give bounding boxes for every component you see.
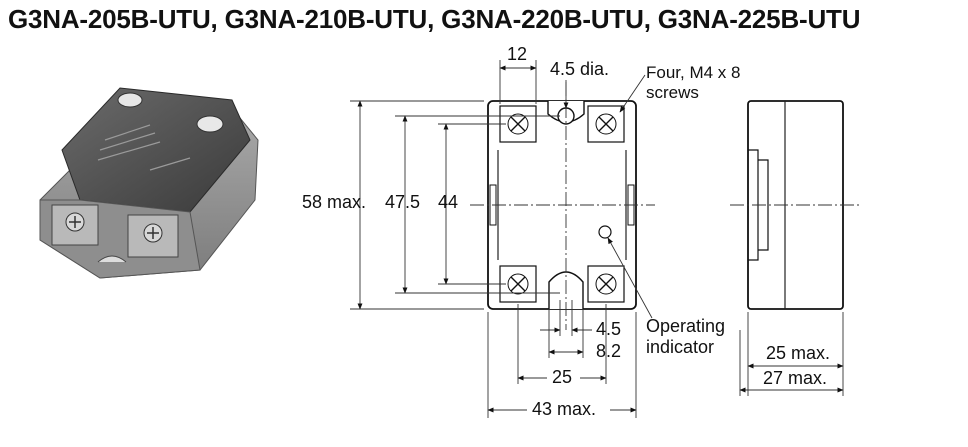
dim-8-2: 8.2 bbox=[596, 341, 621, 361]
dim-12: 12 bbox=[507, 44, 527, 64]
dim-27-max: 27 max. bbox=[763, 368, 827, 388]
terminal-screw-bottom-right bbox=[587, 265, 625, 303]
dim-58-max: 58 max. bbox=[302, 192, 366, 212]
side-view: 25 max. 27 max. bbox=[730, 100, 860, 396]
dim-4-5-slot: 4.5 bbox=[596, 319, 621, 339]
dim-25-max: 25 max. bbox=[766, 343, 830, 363]
label-screws-line2: screws bbox=[646, 83, 699, 102]
page-title: G3NA-205B-UTU, G3NA-210B-UTU, G3NA-220B-… bbox=[8, 4, 861, 34]
dim-25: 25 bbox=[552, 367, 572, 387]
dim-47-5: 47.5 bbox=[385, 192, 420, 212]
front-dimensions: 12 4.5 dia. Four, M4 x 8 screws 58 max. … bbox=[302, 44, 740, 419]
dim-44: 44 bbox=[438, 192, 458, 212]
dim-43-max: 43 max. bbox=[532, 399, 596, 419]
operating-indicator-led bbox=[598, 225, 612, 239]
dim-hole-dia: 4.5 dia. bbox=[550, 59, 609, 79]
label-indicator-line1: Operating bbox=[646, 316, 725, 336]
label-screws-line1: Four, M4 x 8 bbox=[646, 63, 740, 82]
product-photo bbox=[39, 87, 259, 279]
terminal-screw-top-right bbox=[587, 105, 625, 143]
label-indicator-line2: indicator bbox=[646, 337, 714, 357]
